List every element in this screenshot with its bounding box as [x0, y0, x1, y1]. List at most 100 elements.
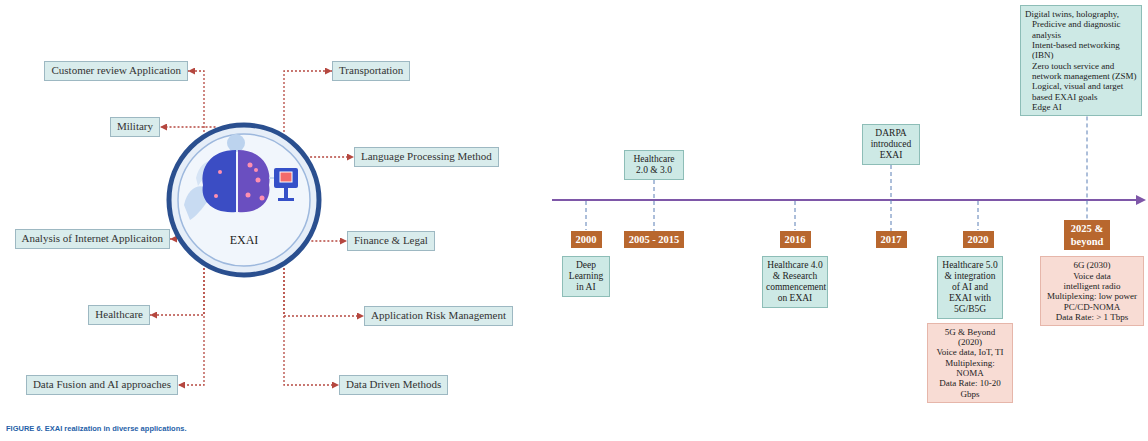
dotted-arrow	[284, 268, 364, 316]
network-box: 5G & Beyond (2020)Voice data, IoT, TIMul…	[927, 323, 1013, 403]
node-text: Healthcare	[95, 308, 143, 321]
node-text: Data Rate: 10-20 Gbps	[932, 378, 1008, 399]
node-text: Voice data	[1045, 271, 1139, 281]
node-text: intelligent radio	[1045, 281, 1139, 291]
hub-inner-ring	[178, 134, 310, 266]
dotted-arrow	[310, 156, 354, 157]
dotted-arrow	[178, 268, 204, 385]
event-box: Healthcare 5.0 & integration of AI and E…	[937, 256, 1003, 319]
node-text: Healthcare 4.0 & Research commencement o…	[766, 260, 824, 304]
node-text: 2016	[785, 233, 806, 246]
network-box: 6G (2030)Voice dataintelligent radioMult…	[1040, 256, 1144, 326]
brain-dot	[218, 170, 222, 174]
event-box: Deep Learning in AI	[562, 256, 610, 297]
node-text: Intent-based networking (IBN)	[1025, 40, 1137, 61]
node-text: Language Processing Method	[361, 150, 492, 163]
year-box: 2005 - 2015	[624, 231, 685, 248]
node-text: Customer review Application	[51, 64, 181, 77]
brain-dot	[260, 196, 265, 201]
year-box: 2016	[780, 231, 811, 248]
application-box: Healthcare	[88, 305, 150, 324]
brain-dot	[254, 168, 258, 172]
node-text: Edge AI	[1025, 102, 1137, 112]
node-text: Data Rate: > 1 Tbps	[1045, 312, 1139, 322]
node-text: Multiplexing: NOMA	[932, 358, 1008, 379]
dashed-connector	[891, 165, 892, 231]
node-text: Multiplexing: low power PC/CD-NOMA	[1045, 291, 1139, 312]
dashed-connector	[654, 180, 655, 231]
hub-outline	[166, 122, 322, 278]
application-box: Customer review Application	[44, 61, 188, 80]
timeline-tick	[586, 201, 587, 230]
brain-dot	[248, 163, 253, 168]
timeline-tick	[978, 201, 979, 230]
application-box: Finance & Legal	[347, 231, 435, 250]
brain-dot	[246, 193, 251, 198]
hub-ring	[169, 125, 319, 275]
brain-left	[202, 150, 236, 212]
year-box: 2025 & beyond	[1064, 220, 1110, 250]
monitor-screen	[280, 172, 292, 182]
dashed-connector	[1087, 116, 1088, 220]
goals-box: Digital twins, holography,Predicive and …	[1020, 5, 1142, 116]
node-text: Logical, visual and target based EXAI go…	[1025, 81, 1137, 102]
node-text: Military	[117, 120, 153, 133]
monitor-stand	[284, 188, 288, 198]
monitor-icon	[274, 168, 298, 188]
dotted-arrow	[284, 268, 339, 385]
node-text: EXAI	[230, 233, 259, 248]
monitor-base	[278, 198, 294, 201]
brain-dot	[214, 194, 218, 198]
node-text: Transportation	[339, 64, 403, 77]
application-box: Data Fusion and AI approaches	[26, 375, 178, 394]
node-text: 2020	[968, 233, 989, 246]
year-box: 2000	[571, 231, 602, 248]
node-text: Data Driven Methods	[346, 378, 441, 391]
node-text: Predicive and diagnostic analysis	[1025, 19, 1137, 40]
application-box: Data Driven Methods	[339, 375, 448, 394]
node-text: Finance & Legal	[354, 234, 428, 247]
dotted-arrow	[160, 126, 216, 127]
node-text: Voice data, IoT, TI	[932, 347, 1008, 357]
node-text: 6G (2030)	[1045, 260, 1139, 270]
year-box: 2020	[963, 231, 994, 248]
timeline	[552, 195, 1146, 230]
brain-right	[238, 150, 270, 212]
application-box: Military	[110, 117, 160, 136]
figure-caption: FIGURE 6. EXAI realization in diverse ap…	[6, 424, 186, 433]
brain-illustration	[170, 126, 318, 274]
event-box: Healthcare 4.0 & Research commencement o…	[762, 256, 828, 308]
application-box: Language Processing Method	[354, 147, 499, 166]
application-box: Analysis of Internet Applicaiton	[15, 229, 170, 248]
node-text: 2025 & beyond	[1067, 222, 1107, 248]
dotted-arrow	[170, 238, 175, 239]
node-text: Deep Learning in AI	[566, 260, 606, 293]
brain-dot	[256, 178, 261, 183]
node-text: DARPA introduced EXAI	[866, 128, 916, 161]
event-box: DARPA introduced EXAI	[862, 124, 920, 165]
application-box: Transportation	[332, 61, 410, 80]
node-text: Application Risk Management	[371, 309, 506, 322]
application-box: Application Risk Management	[364, 306, 513, 325]
dotted-arrow	[284, 71, 332, 132]
head-shape	[227, 134, 245, 152]
node-text: Healthcare 5.0 & integration of AI and E…	[941, 260, 999, 315]
hub-circle: EXAI	[166, 122, 322, 278]
timeline-arrow-head	[1136, 195, 1146, 205]
node-text: 5G & Beyond (2020)	[932, 327, 1008, 348]
link-line	[269, 177, 274, 179]
dotted-arrow	[188, 71, 204, 132]
node-text: Healthcare 2.0 & 3.0	[628, 154, 680, 176]
node-text: 2017	[881, 233, 902, 246]
node-text: Data Fusion and AI approaches	[33, 378, 171, 391]
node-text: Digital twins, holography,	[1025, 9, 1137, 19]
year-box: 2017	[876, 231, 907, 248]
dotted-arrow	[311, 240, 347, 241]
timeline-axis	[552, 199, 1138, 201]
node-text: Zero touch service and network managemen…	[1025, 61, 1137, 82]
event-box: Healthcare 2.0 & 3.0	[624, 150, 684, 180]
node-text: 2005 - 2015	[629, 233, 680, 246]
timeline-tick	[795, 201, 796, 230]
